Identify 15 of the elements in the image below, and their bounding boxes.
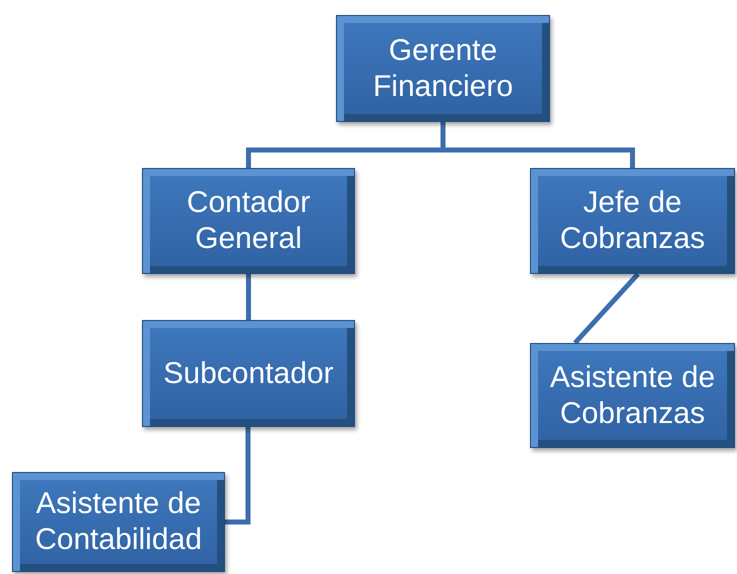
- position-title: Gerente Financiero: [372, 32, 514, 104]
- connector-line: [246, 274, 251, 320]
- org-box: [530, 343, 735, 448]
- position-title: Contador General: [186, 185, 312, 257]
- connector-line: [225, 427, 250, 524]
- org-box: [142, 168, 355, 274]
- org-box: [12, 472, 225, 572]
- org-box: [336, 15, 550, 122]
- org-box: [142, 320, 355, 427]
- connector-line: [573, 272, 640, 345]
- position-title: Subcontador: [163, 356, 334, 392]
- position-title: Jefe de Cobranzas: [558, 185, 706, 257]
- position-title: Asistente de Contabilidad: [34, 486, 203, 558]
- position-title: Asistente de Cobranzas: [548, 360, 716, 432]
- org-box: [530, 168, 735, 274]
